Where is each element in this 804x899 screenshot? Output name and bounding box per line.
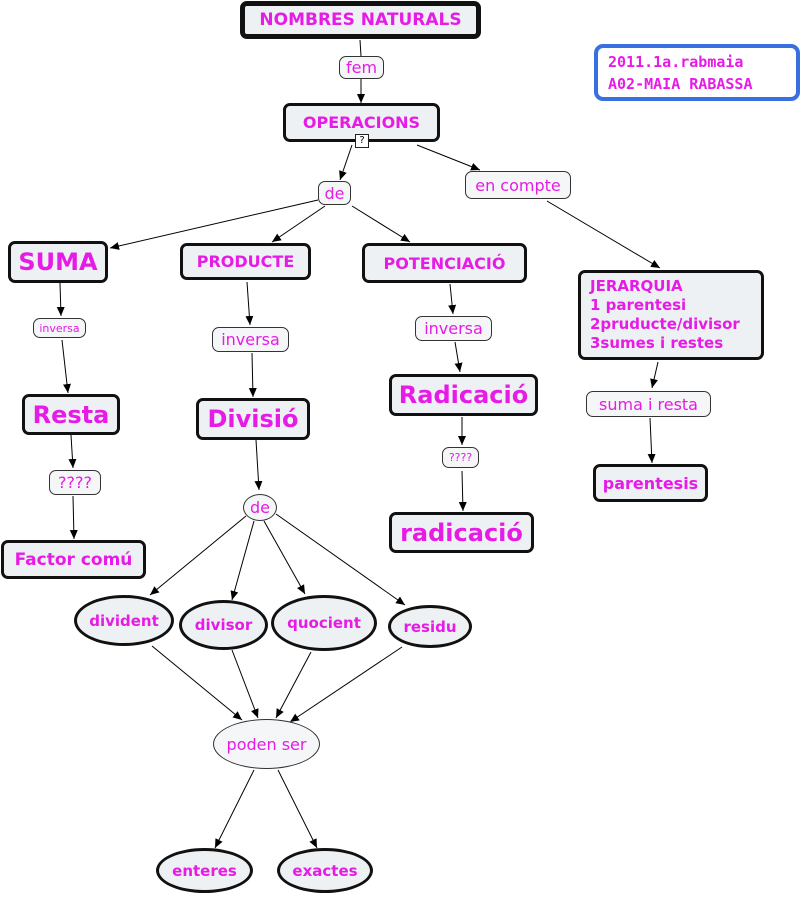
edge-unknown-radicacio2 <box>458 470 467 512</box>
edge-de-divisor <box>230 520 255 601</box>
edge-potenciacio-inversa <box>448 283 457 315</box>
question-doc-icon[interactable]: ? <box>355 134 369 148</box>
edge-podenser-exactes <box>277 769 318 849</box>
edge-divisio-de <box>254 439 263 491</box>
edge-de-potenciacio <box>351 205 411 243</box>
node-producte: PRODUCTE <box>180 243 311 280</box>
edge-inversa-divisio <box>248 352 257 398</box>
edge-de-producte <box>271 205 326 243</box>
node-parentesis: parentesis <box>593 464 708 502</box>
node-radicacio: Radicació <box>389 374 538 416</box>
edge-jerarquia-sumairesta <box>650 361 659 389</box>
link-de-top: de <box>318 181 351 205</box>
node-factor-comu: Factor comú <box>1 540 146 579</box>
node-enteres: enteres <box>156 848 253 893</box>
link-poden-ser: poden ser <box>213 719 320 769</box>
link-suma-i-resta: suma i resta <box>586 391 711 417</box>
link-de-divisio: de <box>243 494 277 521</box>
edge-inversa-radicacio <box>454 341 463 373</box>
node-quocient: quocient <box>271 595 377 651</box>
edge-residu-podenser <box>289 646 403 723</box>
jerarquia-line-2: 1 parentesi <box>590 296 687 314</box>
node-exactes: exactes <box>277 848 373 893</box>
edge-sumairesta-parentesis <box>647 417 656 464</box>
info-line-1: 2011.1a.rabmaia <box>608 52 744 71</box>
link-en-compte: en compte <box>465 171 571 199</box>
edge-de-quocient <box>263 520 306 595</box>
edge-inversa-resta <box>61 339 71 394</box>
edge-de-dividend <box>149 515 247 596</box>
info-line-2: A02-MAIA RABASSA <box>608 74 753 93</box>
title-node: NOMBRES NATURALS <box>240 1 481 39</box>
link-fem: fem <box>339 56 384 79</box>
edge-operacions-de <box>339 144 353 181</box>
edge-divisor-podenser <box>231 649 259 719</box>
node-resta: Resta <box>22 394 120 435</box>
node-radicacio-lower: radicació <box>389 512 534 553</box>
node-divisor: divisor <box>179 600 268 650</box>
edge-suma-inversa <box>56 282 65 317</box>
edge-resta-unknown <box>68 434 77 469</box>
jerarquia-line-3: 2pruducte/divisor <box>590 315 740 333</box>
node-suma: SUMA <box>8 241 108 283</box>
node-residu: residu <box>388 605 472 648</box>
node-potenciacio: POTENCIACIÓ <box>362 243 527 283</box>
edge-encompte-jerarquia <box>546 200 661 269</box>
edge-unknown-factor <box>69 495 78 540</box>
edge-operacions-encompte <box>416 144 481 171</box>
jerarquia-line-1: JERARQUIA <box>590 277 683 295</box>
link-inversa-suma: inversa <box>33 318 86 338</box>
edge-de-suma <box>109 199 319 250</box>
link-inversa-potenciacio: inversa <box>415 316 492 341</box>
link-unknown-radicacio: ???? <box>442 447 479 468</box>
node-dividend: divident <box>74 595 174 646</box>
edge-podenser-enteres <box>214 769 255 849</box>
edge-quocient-podenser <box>275 651 312 719</box>
jerarquia-line-4: 3sumes i restes <box>590 334 724 352</box>
edge-dividend-podenser <box>151 645 243 721</box>
edge-producte-inversa <box>245 281 254 326</box>
node-jerarquia: JERARQUIA 1 parentesi 2pruducte/divisor … <box>578 270 764 360</box>
author-info-box: 2011.1a.rabmaia A02-MAIA RABASSA <box>594 44 800 101</box>
node-divisio: Divisió <box>196 398 310 440</box>
link-unknown-resta: ???? <box>49 470 101 495</box>
edge-de-residu <box>275 513 406 606</box>
edge-title-fem <box>359 39 362 57</box>
link-inversa-producte: inversa <box>212 327 289 352</box>
